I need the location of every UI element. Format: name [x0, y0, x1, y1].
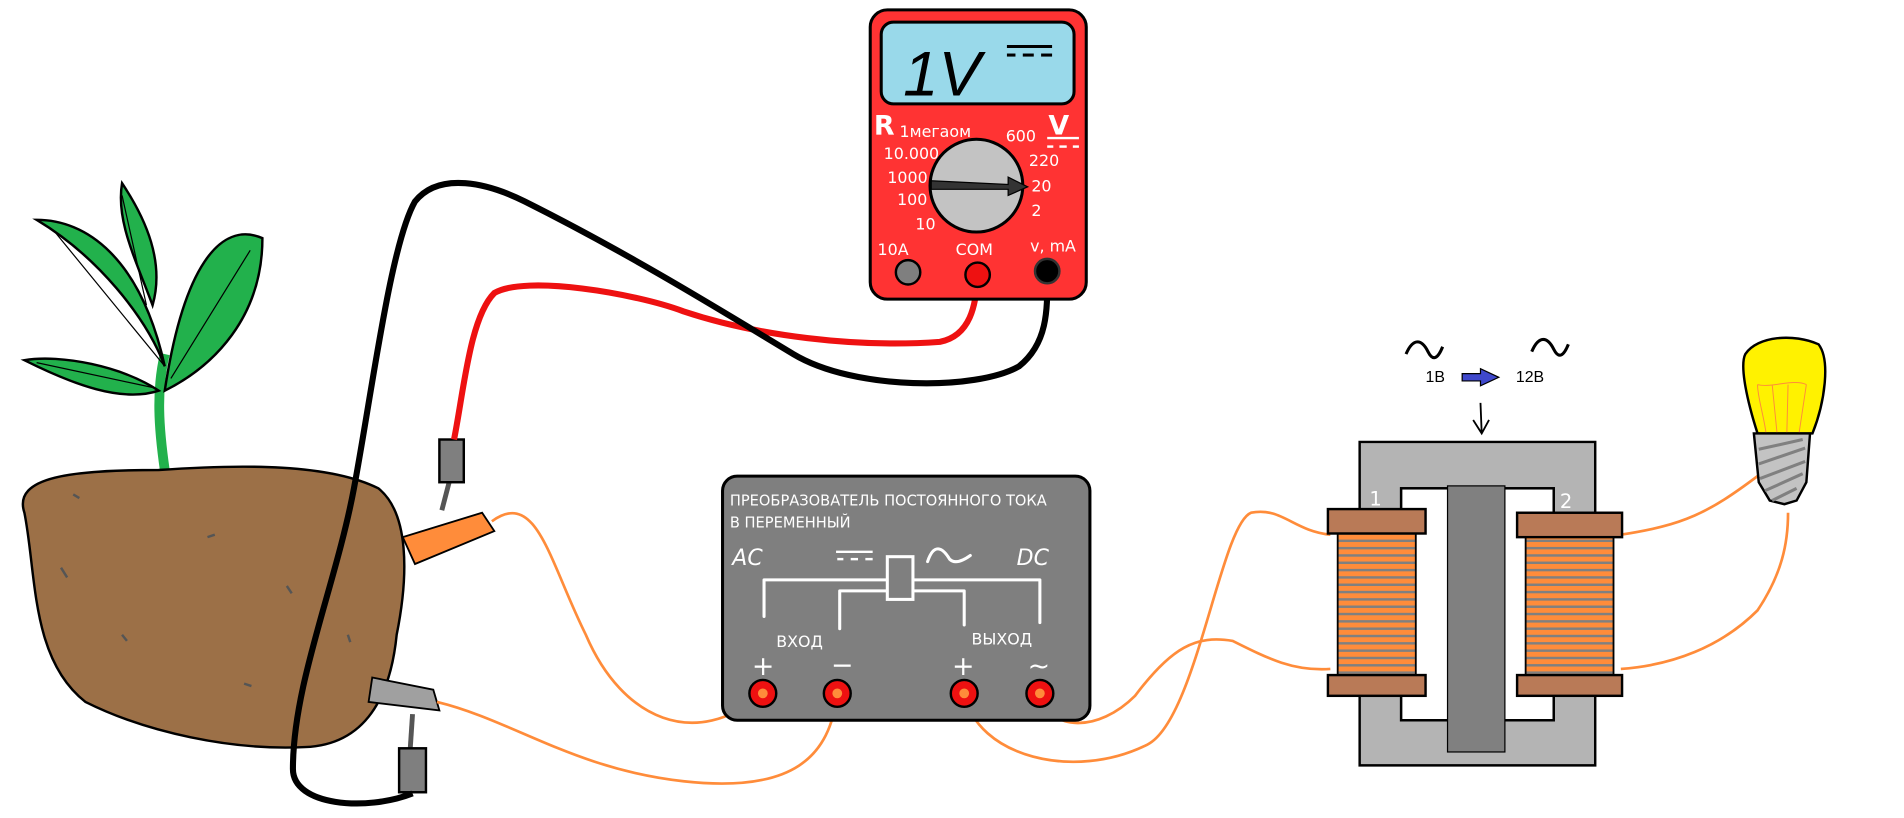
converter-left_label-label: AC: [730, 546, 763, 571]
port-v-ma[interactable]: [1033, 257, 1061, 285]
port-com[interactable]: [964, 261, 992, 289]
black-probe: [397, 713, 428, 794]
converter-right_label-label: DC: [1017, 546, 1050, 571]
primary-coil: [1326, 507, 1427, 698]
converter-title_line1-label: ПРЕОБРАЗОВАТЕЛЬ ПОСТОЯННОГО ТОКА: [730, 492, 1047, 509]
converter-input_label-label: ВХОД: [776, 632, 823, 651]
multimeter-voltage_ranges-3-label: 2: [1031, 201, 1041, 220]
multimeter-voltage_ranges-1-label: 220: [1029, 151, 1059, 170]
plant: [20, 179, 264, 471]
dc-ac-converter: ПРЕОБРАЗОВАТЕЛЬ ПОСТОЯННОГО ТОКА В ПЕРЕМ…: [721, 474, 1092, 722]
converter-circuit: [762, 578, 1042, 631]
converter-input_minus-label: −: [831, 650, 854, 681]
dc-voltage-icon: [1047, 136, 1079, 148]
port-10a[interactable]: [894, 258, 922, 286]
secondary-coil: [1515, 511, 1624, 698]
multimeter-voltage_symbol-label: V: [1048, 110, 1069, 141]
leaf: [32, 218, 166, 367]
converter-output_label-label: ВЫХОД: [972, 630, 1033, 649]
black-wire: [289, 179, 1051, 807]
multimeter-resistance_ranges-1-label: 10.000: [884, 144, 939, 163]
dial-pointer-icon: [930, 176, 1030, 197]
wave-icon: [1404, 340, 1445, 360]
multimeter-resistance_ranges-3-label: 100: [897, 190, 927, 209]
range-dial[interactable]: [928, 137, 1030, 234]
multimeter-voltage_ranges-2-label: 20: [1031, 177, 1051, 196]
multimeter-resistance_symbol-label: R: [874, 110, 895, 141]
leaf: [163, 233, 264, 393]
multimeter-resistance_ranges-4-label: 10: [915, 215, 935, 234]
transformer: 1B 12B 1 2: [1326, 337, 1624, 767]
copper-wires: [436, 475, 1790, 785]
wire-output-minus-to-coil1: [1038, 638, 1331, 725]
multimeter-resistance_ranges-0-label: 1мегаом: [900, 122, 972, 141]
transformer-input_voltage-label: 1B: [1426, 369, 1445, 386]
light-bulb: [1742, 336, 1827, 506]
core-center-bar: [1446, 485, 1506, 753]
multimeter-voltage_ranges-0-label: 600: [1006, 127, 1036, 146]
potato-spots: [59, 493, 352, 688]
multimeter-resistance_ranges-2-label: 1000: [887, 168, 927, 187]
potato: [21, 465, 406, 749]
dc-symbol-icon: [836, 550, 873, 561]
converter-output_minus-label: ~: [1028, 651, 1051, 682]
zinc-electrode: [367, 676, 441, 712]
transformer-coil1_label-label: 1: [1369, 487, 1381, 510]
multimeter-ports-0-label: 10A: [878, 240, 909, 259]
wave-icon: [1530, 337, 1570, 357]
transformer-coil2_label-label: 2: [1560, 490, 1572, 513]
ac-symbol-icon: [926, 547, 972, 564]
converter-output_plus-label: +: [952, 651, 975, 682]
multimeter-reading: 1V: [903, 39, 986, 109]
dc-symbol-icon: [1006, 44, 1053, 57]
multimeter-ports-2-label: v, mA: [1030, 237, 1076, 256]
wire-copper-to-input-plus: [491, 512, 764, 725]
arrow-down-icon: [1472, 402, 1490, 436]
multimeter-ports-1-label: COM: [956, 240, 993, 259]
red-wire: [451, 274, 981, 441]
wire-output-plus-to-coil1: [962, 510, 1331, 764]
arrow-right-icon: [1461, 367, 1501, 387]
multimeter: 1V R 1мегаом 10.000 1000 100 10 600 V 22…: [868, 8, 1088, 301]
wire-coil2-to-lamp-bottom: [1620, 512, 1790, 671]
converter-input_plus-label: +: [752, 651, 775, 682]
multimeter-screen: [879, 20, 1076, 106]
copper-electrode: [401, 511, 496, 566]
transformer-output_voltage-label: 12B: [1516, 369, 1544, 386]
converter-title_line2-label: В ПЕРЕМЕННЫЙ: [730, 513, 851, 531]
leaf: [119, 179, 158, 310]
wire-coil2-to-lamp: [1620, 475, 1759, 537]
converter-chip: [885, 555, 915, 601]
wire-zinc-to-input-minus: [436, 693, 839, 785]
red-probe: [438, 438, 466, 511]
